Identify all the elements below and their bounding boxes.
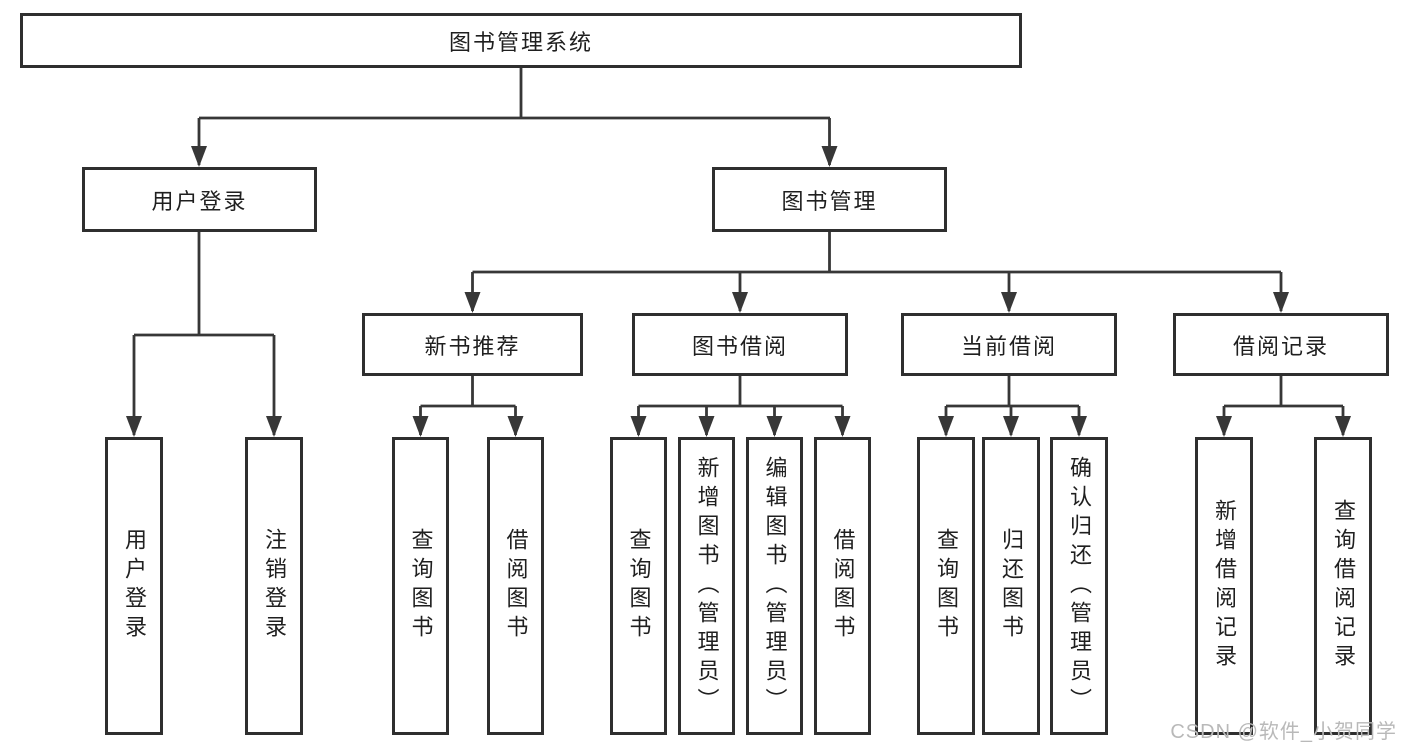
node-borrow-records: 借阅记录 (1173, 313, 1389, 376)
node-book-management: 图书管理 (712, 167, 947, 232)
leaf-label: 查询图书 (408, 528, 434, 644)
leaf-label: 确认归还（管理员） (1067, 455, 1092, 717)
leaf-label: 借阅图书 (830, 528, 856, 644)
node-label: 新书推荐 (424, 333, 521, 359)
leaf-query-books: 查询图书 (610, 437, 667, 735)
leaf-edit-books-admin: 编辑图书（管理员） (746, 437, 803, 735)
node-label: 图书管理 (781, 188, 878, 214)
leaf-return-books: 归还图书 (982, 437, 1040, 735)
leaf-logout: 注销登录 (245, 437, 303, 735)
leaf-borrow-books: 借阅图书 (487, 437, 544, 735)
node-label: 借阅记录 (1232, 333, 1329, 359)
leaf-add-books-admin: 新增图书（管理员） (678, 437, 735, 735)
leaf-label: 新增借阅记录 (1212, 499, 1237, 673)
node-label: 用户登录 (151, 188, 248, 214)
leaf-borrow-books: 借阅图书 (814, 437, 871, 735)
csdn-watermark: CSDN @软件_小贺同学 (1170, 721, 1397, 743)
leaf-label: 注销登录 (262, 528, 287, 644)
leaf-label: 新增图书（管理员） (694, 455, 720, 717)
node-current-borrowing: 当前借阅 (901, 313, 1117, 376)
leaf-label: 查询图书 (934, 528, 959, 644)
leaf-add-borrow-record: 新增借阅记录 (1195, 437, 1253, 735)
leaf-label: 查询图书 (626, 528, 652, 644)
leaf-label: 查询借阅记录 (1331, 499, 1356, 673)
node-label: 图书管理系统 (448, 29, 593, 55)
leaf-label: 借阅图书 (503, 528, 529, 644)
node-library-system: 图书管理系统 (20, 13, 1022, 68)
leaf-label: 归还图书 (999, 528, 1024, 644)
node-new-book-recommend: 新书推荐 (362, 313, 583, 376)
leaf-query-borrow-record: 查询借阅记录 (1314, 437, 1372, 735)
leaf-query-books: 查询图书 (392, 437, 449, 735)
node-label: 当前借阅 (960, 333, 1057, 359)
leaf-query-books: 查询图书 (917, 437, 975, 735)
leaf-confirm-return-admin: 确认归还（管理员） (1050, 437, 1108, 735)
node-book-borrowing: 图书借阅 (632, 313, 848, 376)
leaf-label: 用户登录 (122, 528, 147, 644)
leaf-user-login: 用户登录 (105, 437, 163, 735)
node-user-login: 用户登录 (82, 167, 317, 232)
node-label: 图书借阅 (691, 333, 788, 359)
leaf-label: 编辑图书（管理员） (762, 455, 788, 717)
